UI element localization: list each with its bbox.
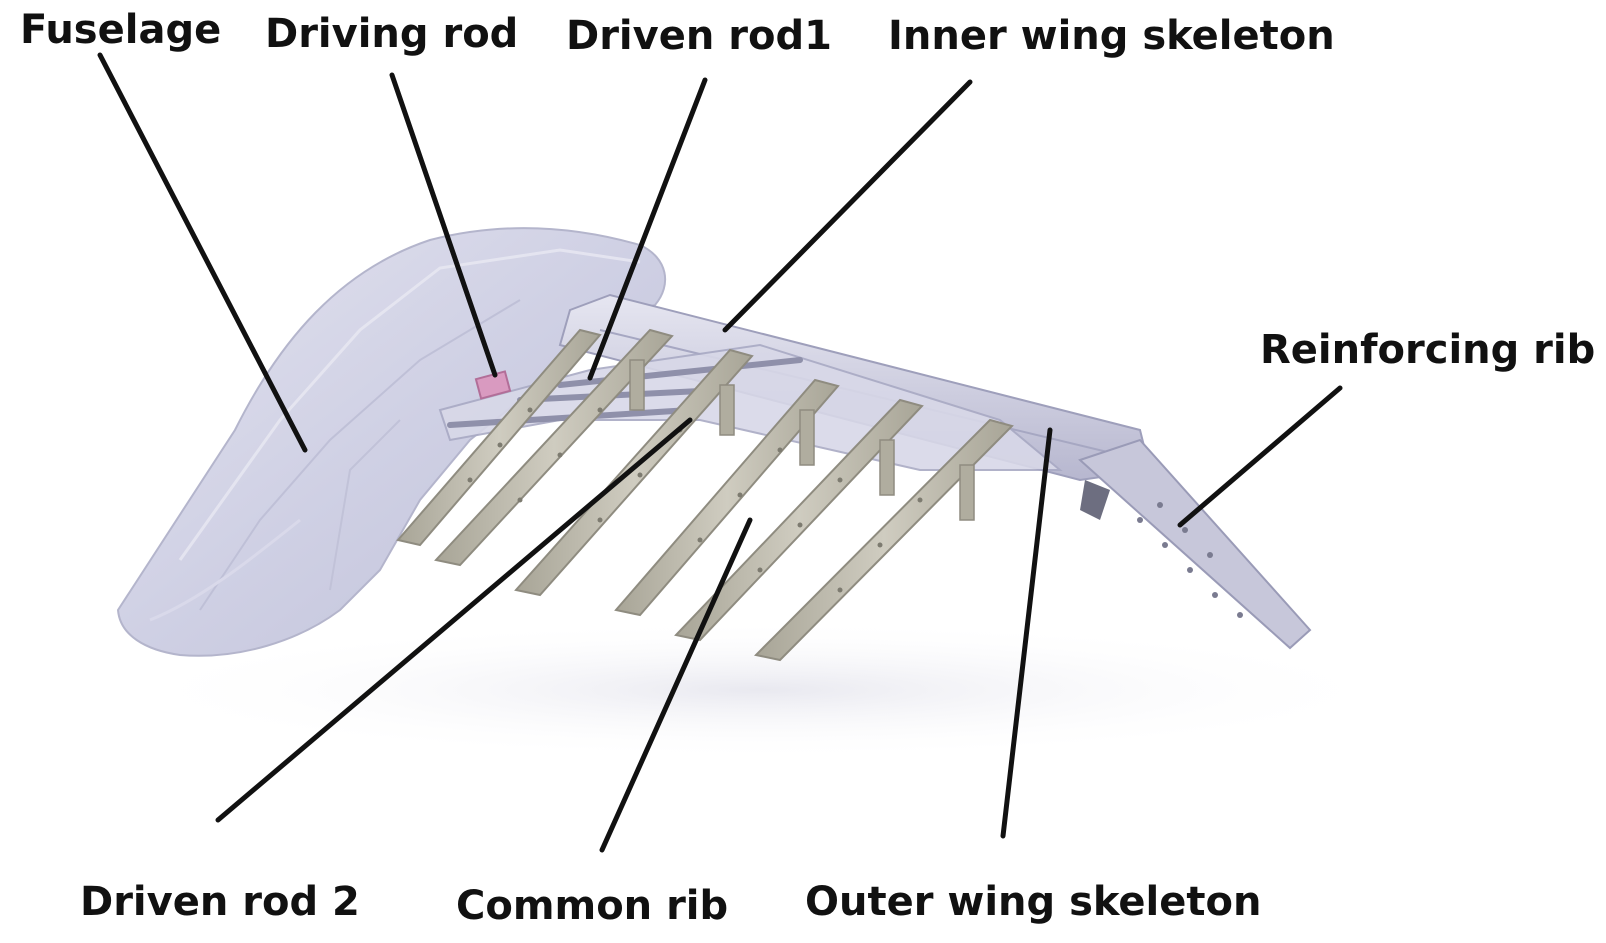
- reinforcing-rib-part: [1078, 438, 1312, 650]
- leader-inner-wing: [722, 79, 973, 333]
- leader-driving-rod: [389, 72, 498, 378]
- floor-shadow: [110, 620, 1410, 760]
- label-driving-rod: Driving rod: [265, 11, 519, 57]
- leader-driven-rod2: [215, 417, 693, 823]
- leader-outer-wing: [1000, 427, 1053, 839]
- label-fuselage: Fuselage: [20, 7, 222, 53]
- leader-driven-rod1: [587, 77, 708, 381]
- label-outer-wing-skeleton: Outer wing skeleton: [805, 879, 1262, 925]
- ribs: [396, 328, 1014, 662]
- leader-fuselage: [97, 52, 308, 453]
- label-inner-wing-skeleton: Inner wing skeleton: [888, 13, 1335, 59]
- driving-rod-part: [474, 370, 512, 400]
- label-reinforcing-rib: Reinforcing rib: [1260, 327, 1596, 373]
- rib-holes: [467, 407, 923, 593]
- rib-posts: [629, 359, 975, 521]
- leader-reinforcing-rib: [1177, 385, 1343, 528]
- label-common-rib: Common rib: [456, 883, 729, 929]
- fuselage-body: [116, 227, 667, 657]
- label-driven-rod1: Driven rod1: [566, 13, 832, 59]
- leader-lines: [97, 52, 1343, 853]
- leader-common-rib: [599, 517, 753, 853]
- label-driven-rod2: Driven rod 2: [80, 879, 360, 925]
